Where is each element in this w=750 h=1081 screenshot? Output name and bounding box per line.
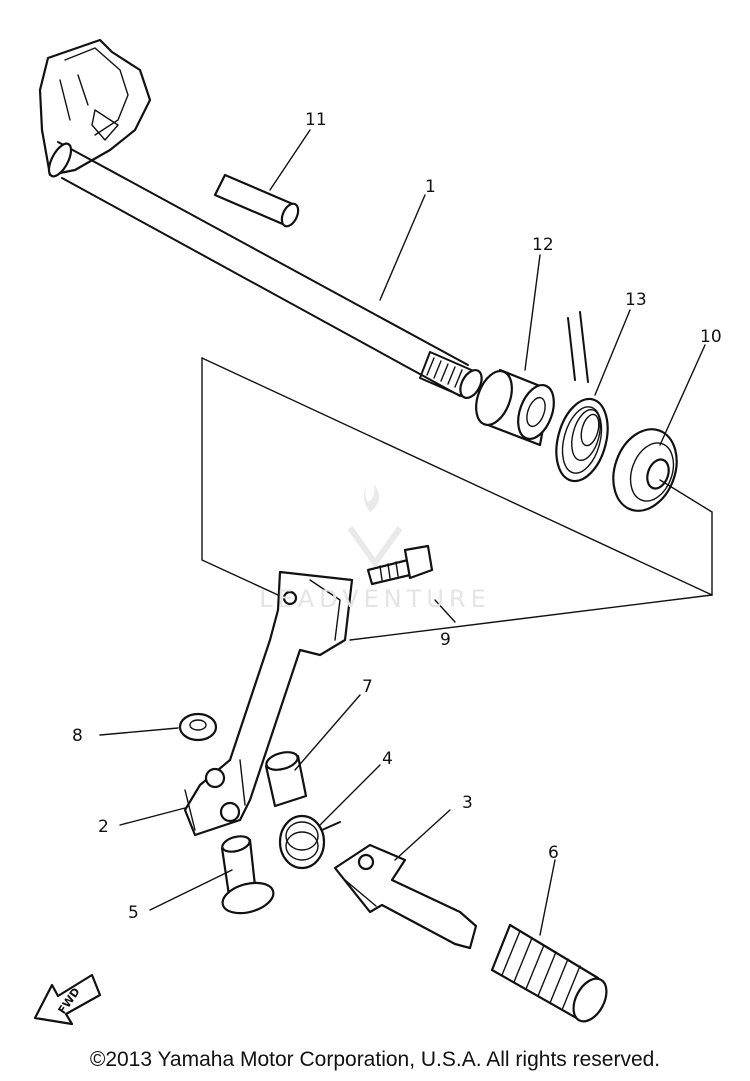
- dowel-pin-part: [213, 173, 300, 228]
- callout-6: 6: [548, 843, 559, 863]
- callout-3: 3: [462, 793, 473, 813]
- callout-13: 13: [625, 290, 647, 310]
- callout-labels: 11 1 12 13 10 9 7 8 4 3 2 5 6: [72, 110, 722, 923]
- callout-12: 12: [532, 235, 554, 255]
- return-spring-part: [278, 814, 341, 870]
- callout-11: 11: [305, 110, 327, 130]
- washer-part: [178, 712, 218, 742]
- small-collar-part: [264, 751, 308, 808]
- torsion-spring-part: [555, 311, 609, 483]
- pivot-bolt-part: [220, 835, 275, 915]
- watermark-text: LEADVENTURE: [259, 585, 491, 613]
- callout-4: 4: [382, 749, 393, 769]
- bolt-part: [366, 544, 434, 586]
- callout-9: 9: [440, 630, 451, 650]
- callout-leader-lines: [99, 129, 706, 936]
- shift-arm-part: [183, 570, 354, 837]
- callout-10: 10: [700, 327, 722, 347]
- callout-8: 8: [72, 726, 83, 746]
- fwd-arrow-icon: FWD: [33, 973, 102, 1026]
- callout-1: 1: [425, 177, 436, 197]
- copyright-notice: ©2013 Yamaha Motor Corporation, U.S.A. A…: [89, 1048, 661, 1071]
- shift-shaft-part: [38, 38, 483, 400]
- oil-seal-part: [612, 428, 678, 512]
- watermark-logo-icon: [347, 480, 403, 569]
- collar-part: [475, 368, 555, 447]
- callout-5: 5: [128, 903, 139, 923]
- pedal-rubber-part: [490, 923, 608, 1023]
- callout-7: 7: [362, 677, 373, 697]
- assembly-bracket-lines: [201, 357, 713, 641]
- shift-pedal-part: [333, 843, 478, 950]
- callout-2: 2: [98, 817, 109, 837]
